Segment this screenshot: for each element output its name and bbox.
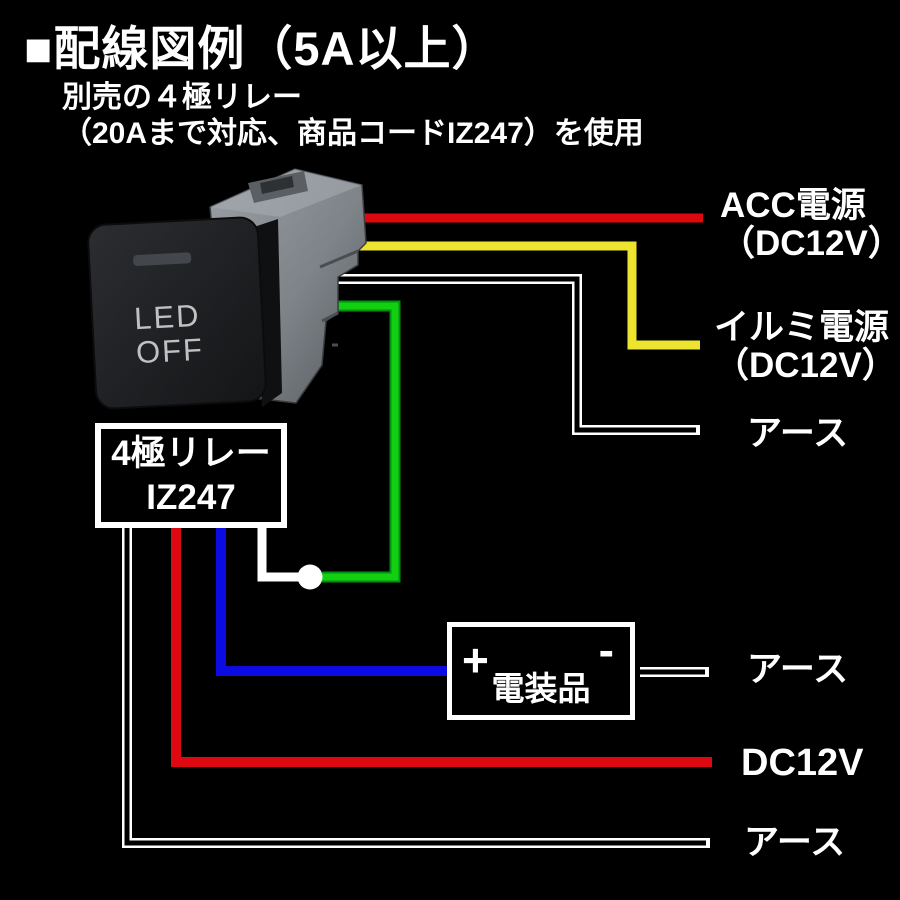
switch-indicator-window bbox=[133, 252, 192, 267]
switch-wire-green bbox=[322, 302, 399, 581]
relay-dc12v-wire-red bbox=[171, 520, 712, 767]
label-dc12v: DC12V bbox=[741, 742, 864, 784]
label-acc-line-1: ACC電源 bbox=[720, 186, 866, 225]
switch-led-text: LED bbox=[133, 298, 201, 336]
relay-box: 4極リレー IZ247 bbox=[95, 423, 287, 528]
ground-wire-switch-core bbox=[330, 276, 696, 433]
switch-body-groove bbox=[319, 249, 359, 347]
ground-wire-relay-core bbox=[124, 516, 706, 846]
device-box: + - 電装品 bbox=[447, 622, 635, 720]
junction-dot bbox=[297, 564, 323, 590]
label-acc-line-2: （DC12V） bbox=[720, 224, 900, 263]
page-subtitle: 別売の４極リレー （20Aまで対応、商品コードIZ247）を使用 bbox=[62, 80, 644, 152]
subtitle-line-1: 別売の４極リレー bbox=[62, 81, 302, 114]
device-minus-terminal: - bbox=[598, 624, 614, 676]
relay-junction-wire-white bbox=[257, 520, 303, 582]
switch-photo: LED OFF bbox=[87, 168, 367, 410]
label-ground-mid: アース bbox=[747, 650, 849, 689]
label-ground-bottom: アース bbox=[744, 823, 846, 862]
relay-device-wire-blue bbox=[216, 520, 452, 676]
relay-box-line-2: IZ247 bbox=[146, 477, 236, 517]
label-ground-top: アース bbox=[747, 414, 849, 453]
device-box-label: 電装品 bbox=[491, 670, 591, 707]
page-title: ■配線図例（5A以上） bbox=[24, 22, 500, 75]
switch-cap bbox=[87, 216, 267, 410]
device-plus-terminal: + bbox=[462, 634, 489, 686]
label-illumi-line-1: イルミ電源 bbox=[714, 308, 890, 347]
switch-off-text: OFF bbox=[135, 332, 205, 371]
illumi-wire-yellow bbox=[350, 241, 700, 350]
switch-connector-slot bbox=[260, 176, 294, 194]
relay-box-line-1: 4極リレー bbox=[111, 433, 271, 473]
label-illumi-power: イルミ電源 （DC12V） bbox=[714, 309, 897, 385]
label-acc-power: ACC電源 （DC12V） bbox=[720, 187, 900, 263]
subtitle-line-2: （20Aまで対応、商品コードIZ247）を使用 bbox=[62, 117, 644, 150]
label-illumi-line-2: （DC12V） bbox=[714, 346, 897, 385]
